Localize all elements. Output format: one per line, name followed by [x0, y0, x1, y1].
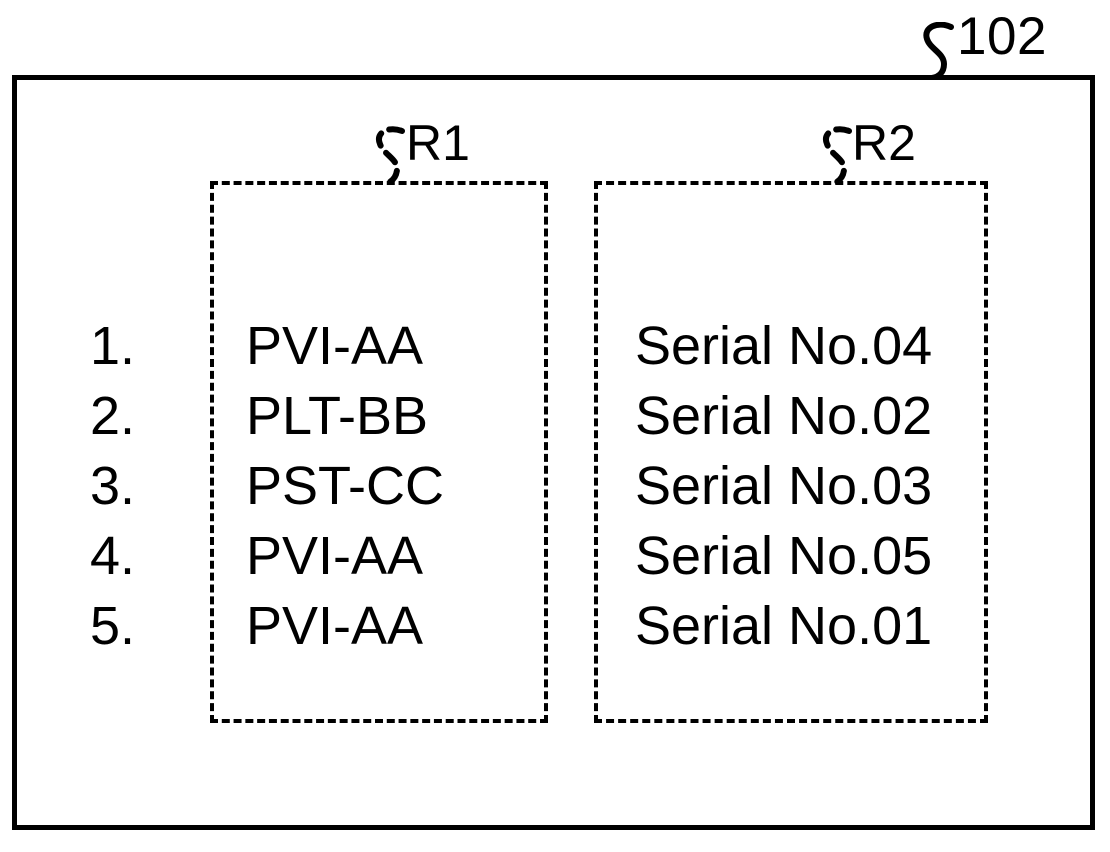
leader-line-r2-icon — [823, 126, 852, 186]
region-box-r1 — [210, 181, 548, 723]
device-outline-102 — [12, 75, 1095, 830]
leader-line-r1-icon — [376, 126, 405, 186]
region-box-r2 — [594, 181, 988, 723]
reference-numeral-102: 102 — [957, 7, 1047, 66]
region-label-r1: R1 — [406, 115, 470, 171]
leader-line-102-icon — [923, 22, 954, 80]
region-label-r2: R2 — [852, 115, 916, 171]
